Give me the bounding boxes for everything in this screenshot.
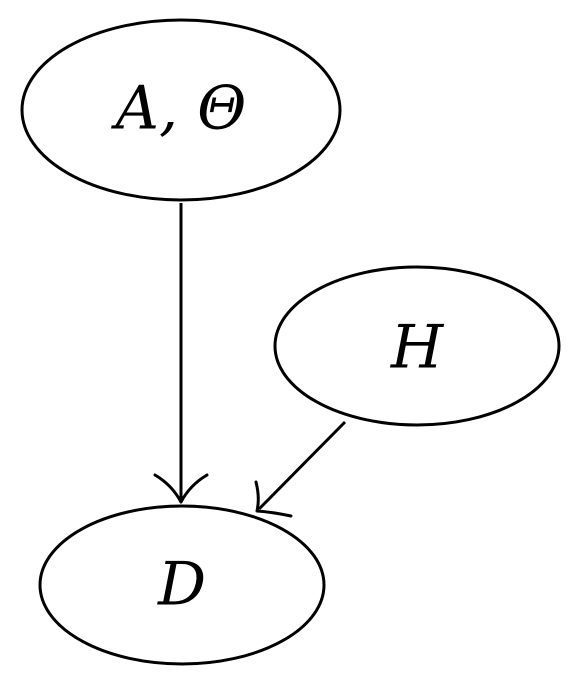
node-d[interactable]: D <box>38 504 326 666</box>
arrow-head-icon <box>254 480 293 518</box>
node-h-label: H <box>390 313 445 383</box>
node-h[interactable]: H <box>273 265 561 427</box>
node-a-theta[interactable]: A, Θ <box>20 18 342 202</box>
node-d-label: D <box>157 550 206 620</box>
edge-h-to-d <box>254 420 347 518</box>
node-a-theta-label: A, Θ <box>111 74 247 144</box>
arrow-head-icon <box>153 473 209 504</box>
edge-a-theta-to-d <box>153 203 209 504</box>
